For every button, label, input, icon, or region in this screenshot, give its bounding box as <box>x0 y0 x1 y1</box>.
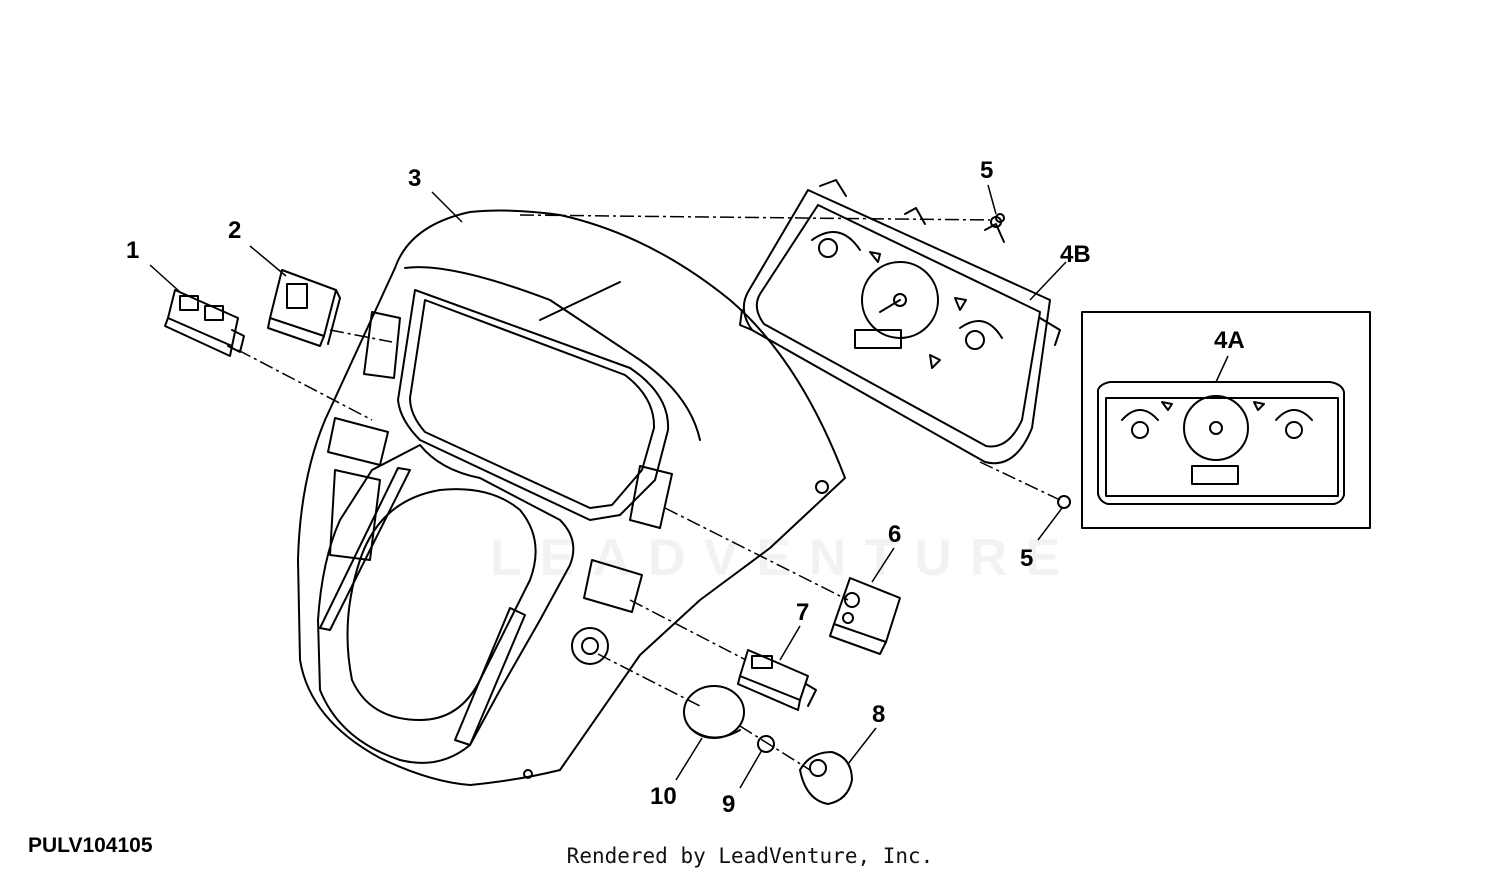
callout-1: 1 <box>126 237 139 264</box>
fastener-top <box>990 216 1002 228</box>
assembly-lines <box>237 214 1061 771</box>
callout-3: 3 <box>408 165 421 192</box>
switch-part-7 <box>737 649 817 711</box>
fastener-bottom <box>1057 495 1071 509</box>
switch-part-2 <box>267 269 341 347</box>
callout-7: 7 <box>796 599 809 626</box>
switch-part-1 <box>164 289 245 357</box>
callout-4a: 4A <box>1214 327 1245 354</box>
watermark-text: LEADVENTURE <box>490 529 1079 587</box>
callout-6: 6 <box>888 521 901 548</box>
part-8-component <box>799 751 853 805</box>
dashboard-panel <box>297 209 846 786</box>
footer-credit: Rendered by LeadVenture, Inc. <box>566 844 934 868</box>
knob-part-10 <box>683 685 745 739</box>
leader-lines <box>149 184 1229 789</box>
callout-5-top: 5 <box>980 157 993 184</box>
reference-code: PULV104105 <box>28 834 153 857</box>
switch-part-6 <box>829 577 901 655</box>
callout-4b: 4B <box>1060 241 1091 268</box>
instrument-cluster-4b <box>739 179 1061 465</box>
callout-5-bottom: 5 <box>1020 545 1033 572</box>
callout-2: 2 <box>228 217 241 244</box>
callout-10: 10 <box>650 783 677 810</box>
callout-9: 9 <box>722 791 735 818</box>
inset-box-4a <box>1081 311 1371 529</box>
callout-8: 8 <box>872 701 885 728</box>
clip-part-9 <box>757 735 775 753</box>
